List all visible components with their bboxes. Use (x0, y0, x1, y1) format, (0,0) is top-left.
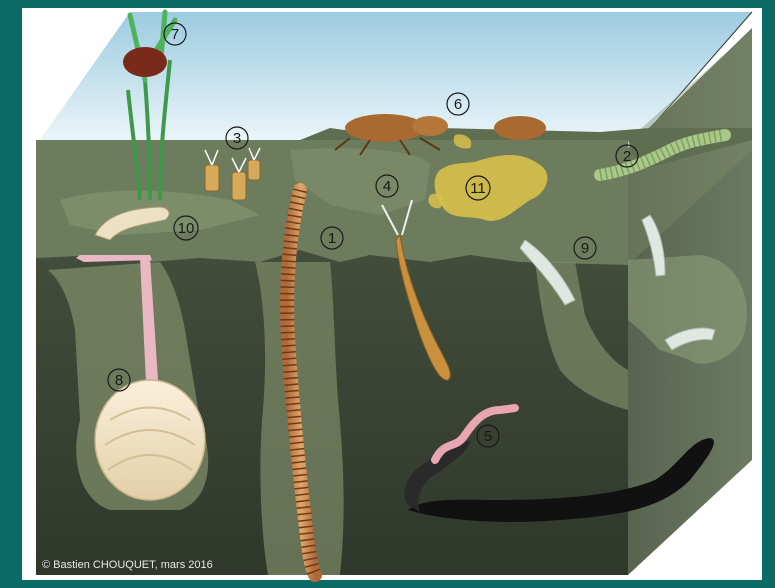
crab-2 (494, 116, 546, 140)
svg-text:7: 7 (171, 26, 179, 43)
svg-text:5: 5 (484, 428, 492, 445)
svg-text:11: 11 (470, 180, 486, 197)
svg-text:1: 1 (328, 230, 336, 247)
svg-text:4: 4 (383, 178, 391, 195)
svg-text:10: 10 (178, 220, 195, 237)
crab-1-head (412, 116, 448, 136)
svg-text:6: 6 (454, 96, 462, 113)
svg-text:2: 2 (623, 148, 631, 165)
tube-dweller-1 (205, 165, 219, 191)
credit-text: © Bastien CHOUQUET, mars 2016 (42, 559, 213, 571)
svg-text:3: 3 (233, 130, 241, 147)
svg-text:9: 9 (581, 240, 589, 257)
tube-dweller-3 (248, 160, 260, 180)
water-beetle (123, 47, 167, 77)
svg-text:8: 8 (115, 372, 123, 389)
tube-dweller-2 (232, 172, 246, 200)
